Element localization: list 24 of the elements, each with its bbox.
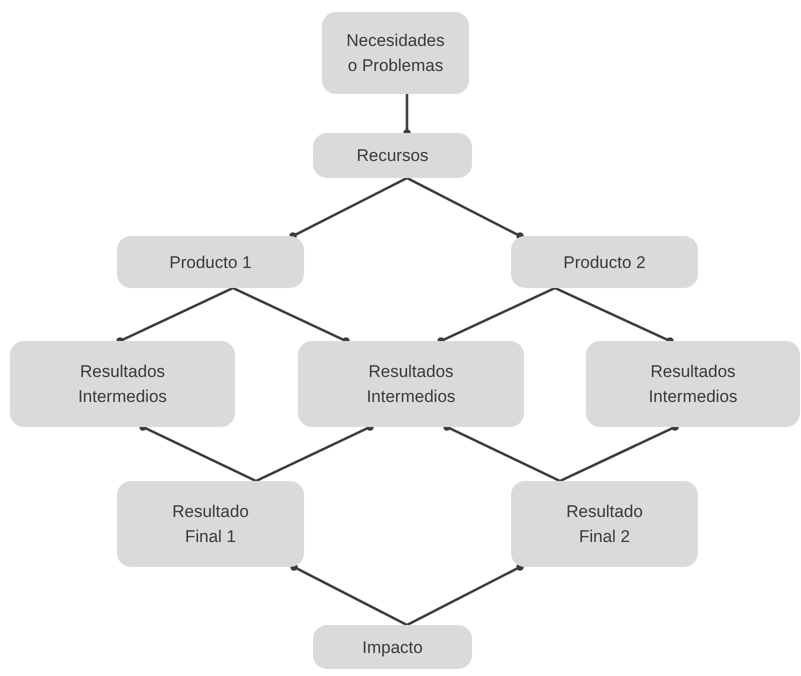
process-box [313,625,472,669]
box-label: Recursos [356,145,428,167]
connector-line [290,563,408,626]
process-box [322,12,469,94]
process-box [511,236,698,288]
box-label: Resultado Final 2 [565,501,644,548]
box-label: Resultado Final 1 [171,501,250,548]
process-box [511,481,698,567]
box-label: Impacto [362,636,423,658]
box-label: Resultados Intermedios [77,361,168,408]
box-label: Producto 2 [563,252,646,274]
box-label: Resultados Intermedios [366,361,456,408]
box-label: Producto 1 [169,252,252,274]
process-box [298,341,524,427]
connector-line [406,563,524,626]
process-box [117,236,304,288]
process-box [117,481,304,567]
connector-line [289,176,408,240]
process-box [10,341,235,427]
box-label: Resultados Intermedios [648,361,738,408]
box-label: Necesidades o Problemas [345,30,446,77]
connector-line [406,176,524,240]
process-box [313,133,472,178]
process-box [586,341,800,427]
